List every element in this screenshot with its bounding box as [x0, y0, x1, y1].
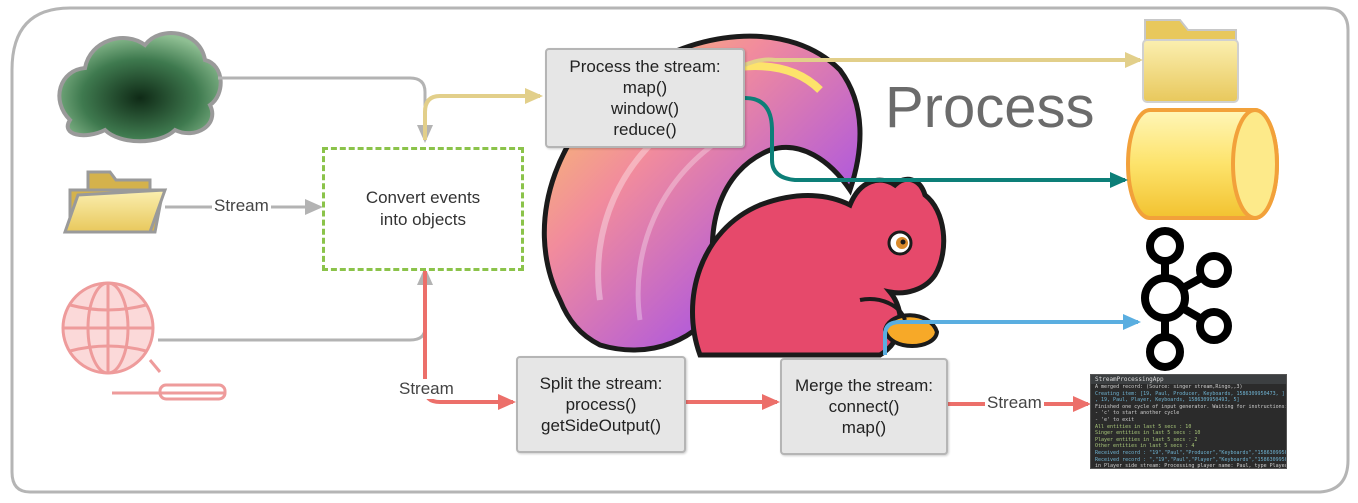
split-box-heading: Split the stream:	[539, 374, 663, 393]
merge-box-map: map()	[841, 418, 887, 437]
stream-label-console: Stream	[985, 393, 1044, 413]
console-line: A merged record: (Source: singer stream,…	[1095, 384, 1243, 390]
console-line: in Player side stream: Processing player…	[1095, 463, 1287, 469]
convert-box-line-1: Convert events	[365, 188, 481, 207]
console-line: - 'e' to exit	[1095, 416, 1135, 423]
folder-icon	[62, 170, 168, 234]
console-line: - 'c' to start another cycle	[1095, 410, 1180, 417]
split-stream-box: Split the stream: process() getSideOutpu…	[516, 356, 686, 453]
process-box-window: window()	[610, 99, 680, 118]
arrow-convert-to-process	[423, 88, 543, 140]
console-line: , 19, Paul, Player, Keyboards, 158630995…	[1095, 397, 1240, 404]
console-line: Singer entities in last 5 secs : 10	[1095, 430, 1201, 437]
console-line: Received record : "19","Paul","Producer"…	[1095, 449, 1286, 456]
process-title: Process	[885, 75, 1095, 140]
split-box-process: process()	[565, 395, 637, 414]
convert-events-box: Convert events into objects	[322, 147, 524, 271]
convert-box-line-2: into objects	[380, 210, 466, 229]
arrow-merge-to-kafka	[883, 314, 1141, 355]
console-line: All entities in last 5 secs : 10	[1095, 423, 1192, 430]
folder-icon	[1142, 19, 1239, 103]
console-lines: A merged record: (Source: singer stream,…	[1091, 384, 1287, 469]
merge-box-heading: Merge the stream:	[795, 376, 933, 395]
kafka-icon	[1141, 227, 1232, 371]
arrow-globe-to-convert	[158, 267, 433, 342]
outer-frame	[10, 6, 1350, 494]
console-window-title: StreamProcessingApp	[1091, 375, 1286, 384]
arrow-cloud-to-convert	[218, 76, 433, 143]
merge-box-connect: connect()	[828, 397, 900, 416]
process-stream-box: Process the stream: map() window() reduc…	[545, 48, 745, 148]
stream-label-split: Stream	[397, 379, 456, 399]
split-box-getsideoutput: getSideOutput()	[540, 416, 661, 435]
database-icon	[1126, 108, 1279, 220]
arrow-process-to-folder	[744, 52, 1143, 68]
stream-label-folder: Stream	[212, 196, 271, 216]
console-line: Other entities in last 5 secs : 4	[1095, 443, 1195, 450]
process-box-map: map()	[622, 78, 668, 97]
process-box-reduce: reduce()	[613, 120, 677, 139]
console-line: Creating item: [19, Paul, Producer, Keyb…	[1095, 390, 1285, 397]
console-line: Finished one cycle of input generator. W…	[1095, 403, 1287, 410]
console-line: Received record : ","19","Paul","Player"…	[1095, 456, 1286, 463]
cloud-icon	[57, 31, 223, 144]
process-box-heading: Process the stream:	[569, 57, 721, 76]
arrow-process-to-database	[744, 96, 1128, 188]
console-line: Player entities in last 5 secs : 2	[1095, 436, 1198, 443]
connectors	[158, 52, 1143, 412]
console-output-window: StreamProcessingApp A merged record: (So…	[1090, 374, 1287, 469]
merge-stream-box: Merge the stream: connect() map()	[780, 358, 948, 455]
globe-icon	[61, 281, 227, 401]
